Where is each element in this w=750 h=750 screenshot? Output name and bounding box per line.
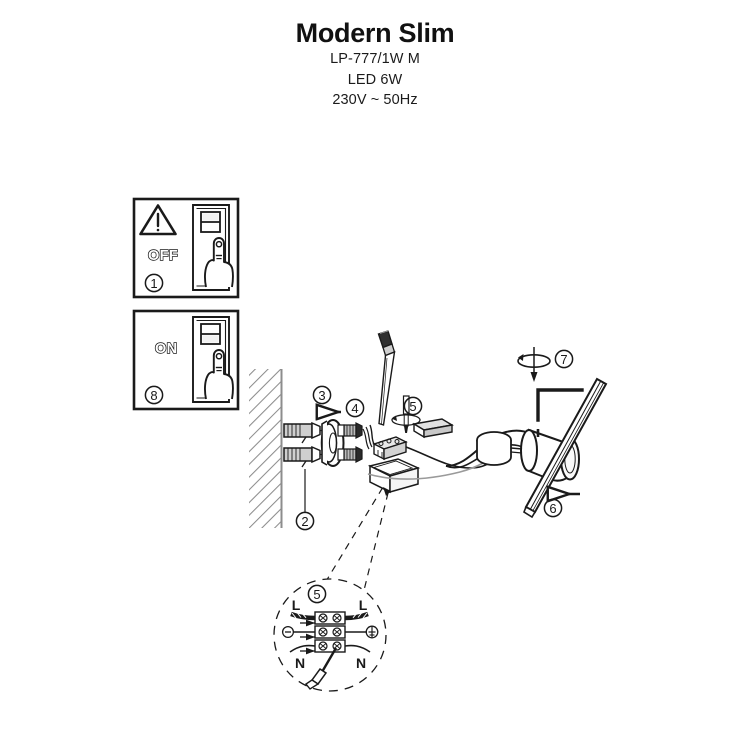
step-marker-8: 8 [144, 385, 164, 405]
screw-lower [337, 446, 363, 463]
wire-earth [281, 625, 379, 639]
svg-text:3: 3 [318, 388, 325, 403]
pointing-hand-icon [204, 237, 234, 288]
svg-text:5: 5 [409, 399, 416, 414]
step-marker-1: 1 [144, 273, 164, 293]
screwdriver-detail-icon [304, 647, 338, 690]
warning-triangle-icon [139, 204, 177, 236]
live-label-right: L [359, 597, 368, 613]
step-marker-5-detail: 5 [307, 584, 327, 604]
svg-text:8: 8 [150, 388, 157, 403]
allen-key-icon [536, 388, 584, 422]
svg-text:2: 2 [301, 514, 308, 529]
diffuser-bar [523, 377, 608, 519]
step-marker-7: 7 [554, 349, 574, 369]
rotation-symbol-icon [517, 347, 551, 382]
svg-text:4: 4 [351, 401, 358, 416]
step-marker-6: 6 [543, 498, 563, 518]
live-label-left: L [292, 597, 301, 613]
step-marker-3: 3 [312, 385, 332, 405]
earth-symbol-icon [365, 625, 379, 639]
screwdriver [377, 330, 396, 426]
step-marker-4: 4 [345, 398, 365, 418]
panel-power-on: ON 8 [132, 309, 240, 411]
power-on-label: ON [155, 341, 178, 357]
wire-neutral [289, 644, 371, 653]
neutral-label-left: N [295, 655, 305, 671]
wiring-detail-circle: 5 L L N N [273, 578, 387, 692]
svg-text:5: 5 [313, 587, 320, 602]
terminal-block-icon [314, 611, 346, 653]
hatched-wall [249, 369, 283, 528]
panel-power-off: OFF 1 [132, 197, 240, 299]
pointing-hand-icon [204, 349, 234, 400]
svg-text:1: 1 [150, 276, 157, 291]
wire-direction-arrows [300, 619, 315, 655]
svg-text:6: 6 [549, 501, 556, 516]
power-off-label: OFF [148, 248, 178, 264]
svg-text:7: 7 [560, 352, 567, 367]
wall-anchor-upper [283, 421, 332, 444]
step-marker-2: 2 [295, 511, 315, 531]
terminal-block [372, 436, 408, 461]
leader-line-step-2: 2 [295, 469, 315, 531]
neutral-label-right: N [356, 655, 366, 671]
screwdriver-small-icon [391, 395, 421, 433]
screw-upper [337, 422, 363, 439]
lamp-joint [476, 431, 512, 466]
wire-live [290, 611, 369, 621]
box-cover [412, 418, 454, 439]
step-marker-5: 5 [403, 396, 423, 416]
